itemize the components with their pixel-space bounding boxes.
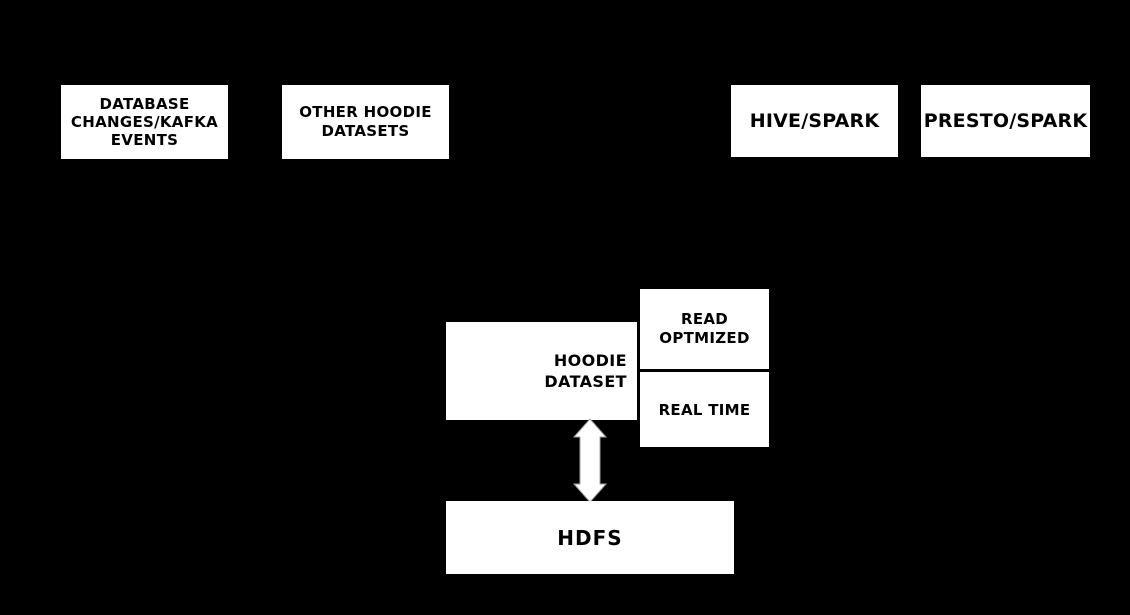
presto-spark-box: PRESTO/SPARK — [921, 85, 1090, 157]
hoodie-dataset-box: HOODIE DATASET — [446, 322, 637, 420]
hive-spark-box: HIVE/SPARK — [731, 85, 898, 157]
database-changes-label-line2: CHANGES/KAFKA — [70, 113, 219, 131]
other-hoodie-label-line1: OTHER HOODIE — [299, 103, 432, 121]
database-changes-label-line1: DATABASE — [99, 95, 190, 113]
hoodie-dataset-label-line2: DATASET — [544, 372, 627, 391]
hdfs-box: HDFS — [446, 501, 734, 574]
real-time-label: REAL TIME — [658, 400, 751, 419]
other-hoodie-datasets-box: OTHER HOODIE DATASETS — [282, 85, 449, 159]
database-changes-kafka-events-box: DATABASE CHANGES/KAFKA EVENTS — [61, 85, 228, 159]
database-changes-label-line3: EVENTS — [110, 131, 179, 149]
read-optimized-label-line2: OPTMIZED — [659, 329, 750, 347]
presto-spark-label: PRESTO/SPARK — [923, 110, 1088, 132]
hoodie-dataset-label-line1: HOODIE — [553, 351, 627, 370]
other-hoodie-label-line2: DATASETS — [321, 122, 410, 140]
up-down-double-arrow-icon — [572, 419, 608, 502]
real-time-view-box: REAL TIME — [640, 372, 769, 447]
hive-spark-label: HIVE/SPARK — [749, 110, 880, 132]
hdfs-label: HDFS — [557, 525, 623, 550]
read-optimized-view-box: READ OPTMIZED — [640, 289, 769, 369]
read-optimized-label-line1: READ — [680, 310, 729, 328]
